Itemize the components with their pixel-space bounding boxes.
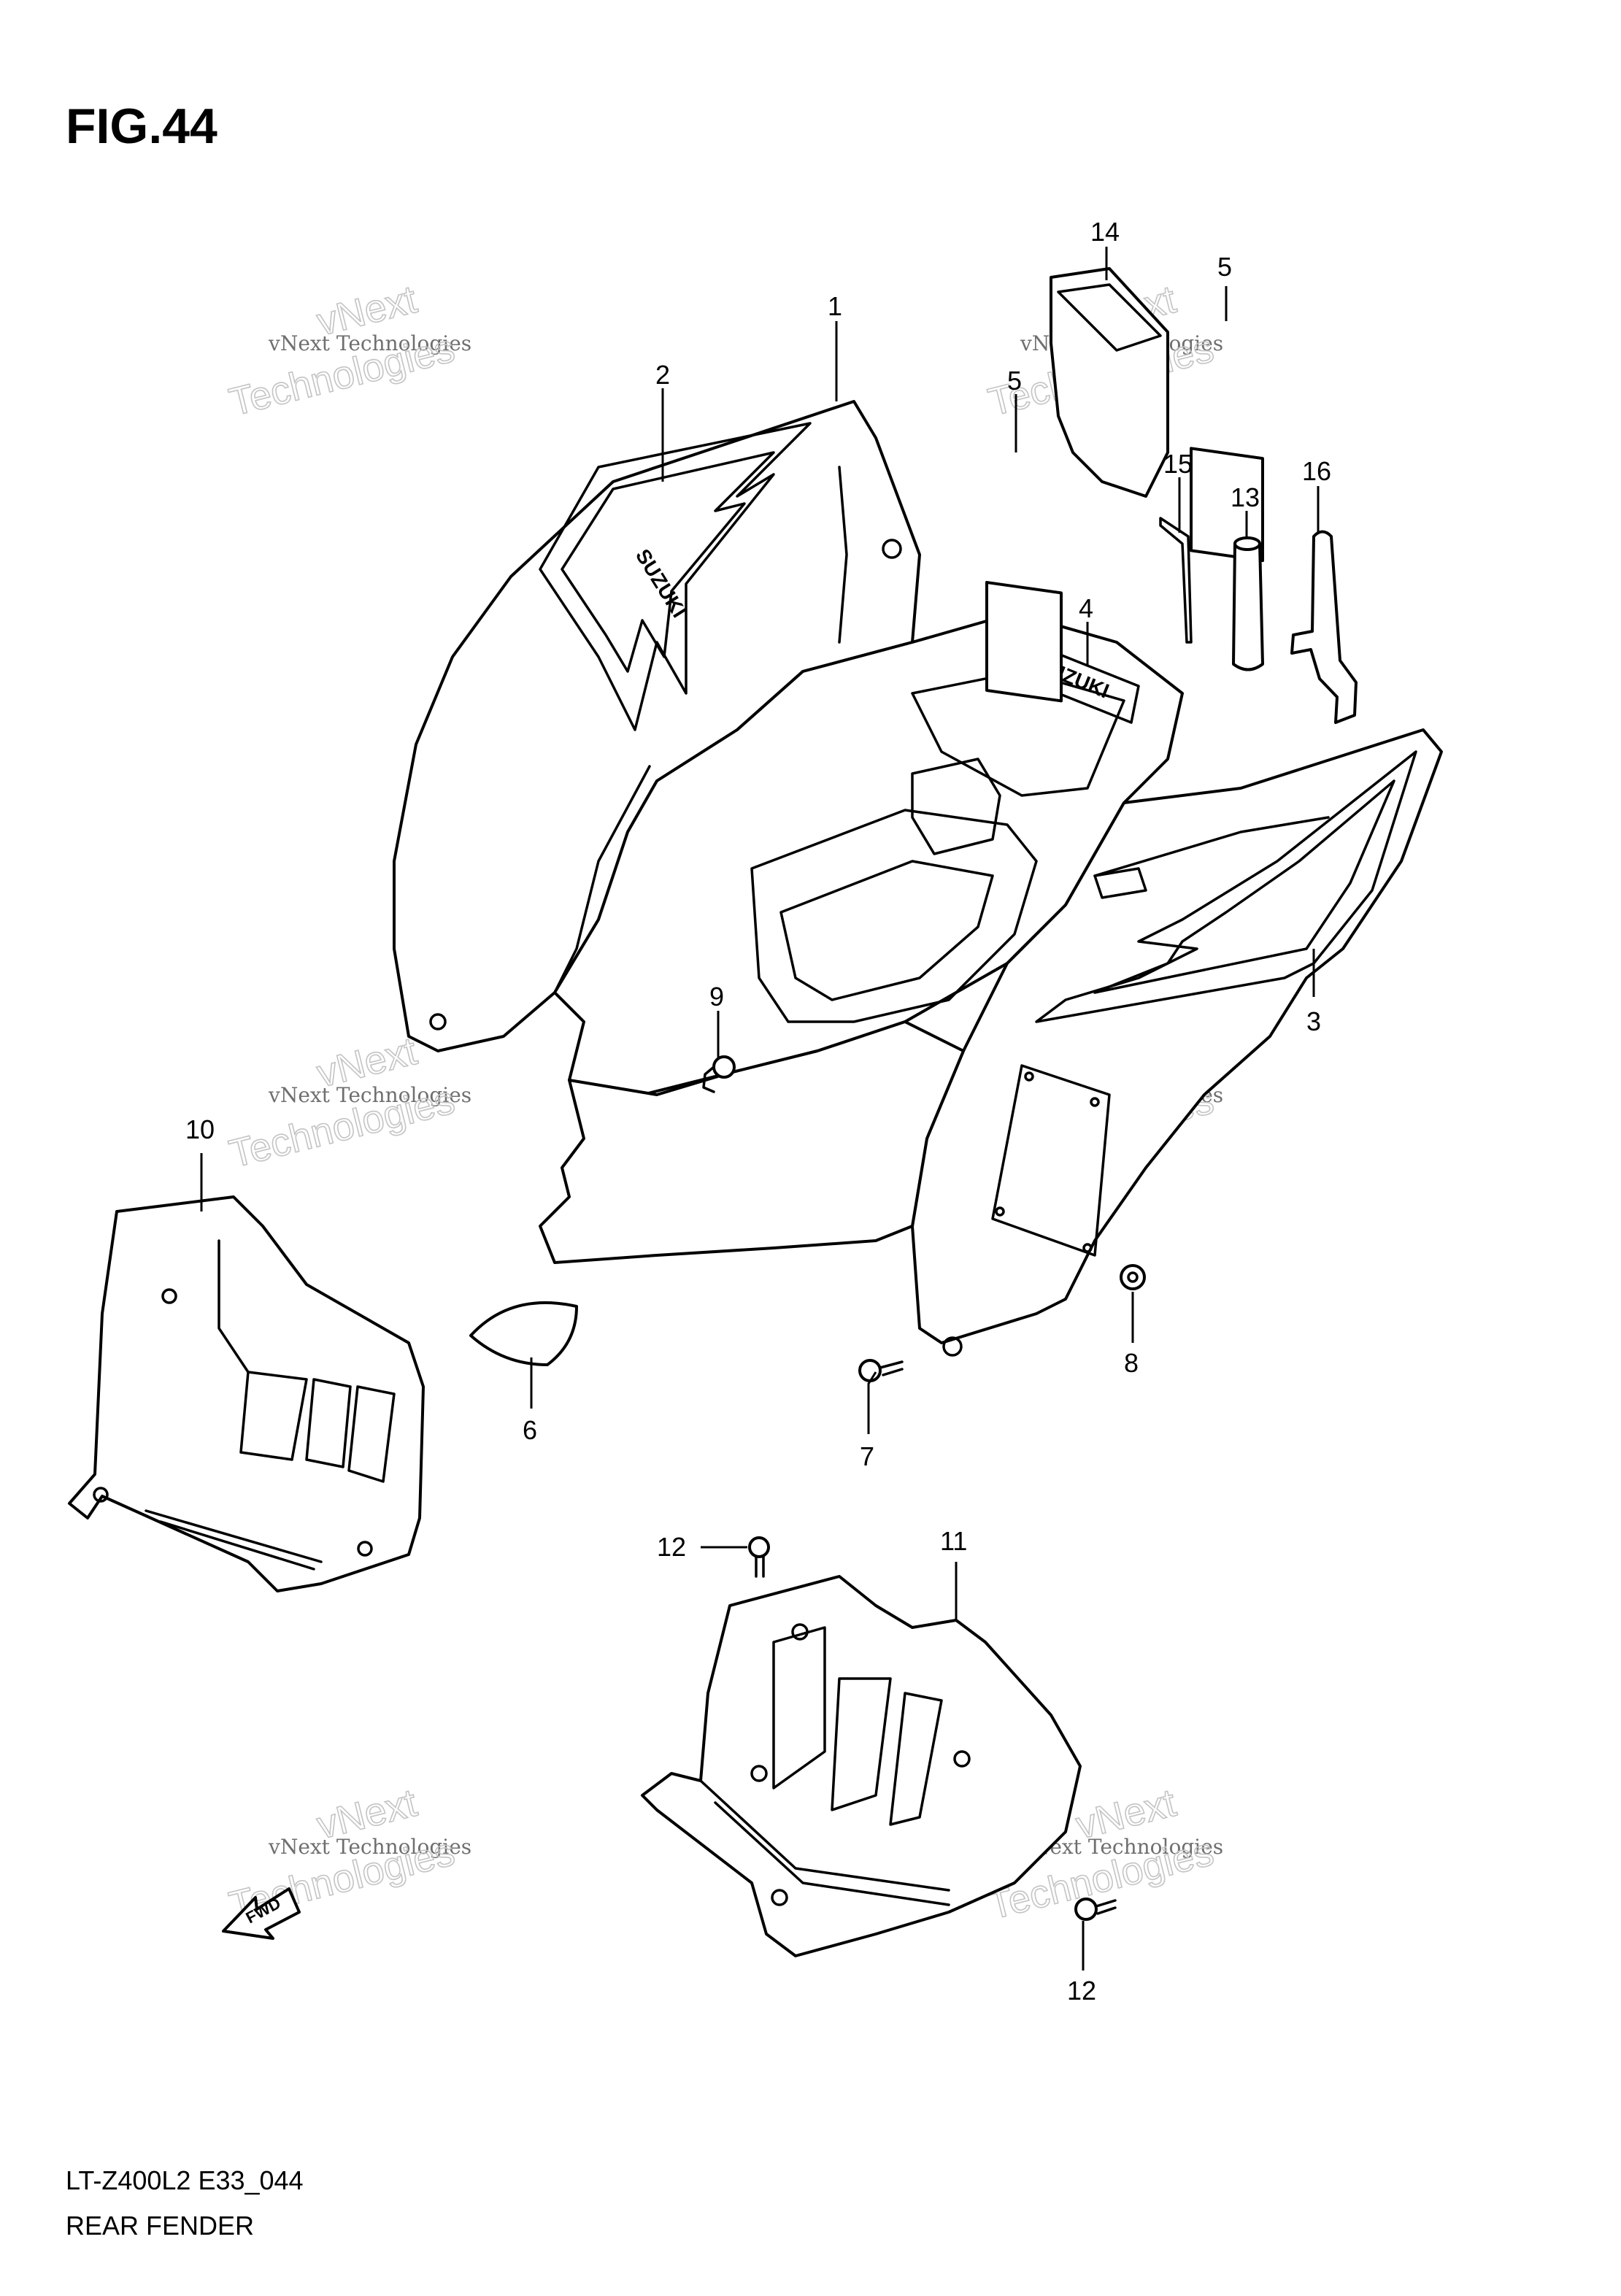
mud-guard-hole [771,1889,788,1906]
reflector-5a[interactable] [985,580,1063,703]
callout-7: 7 [860,1441,874,1471]
left-wing-ridge [838,466,848,644]
mud-guard-hole [357,1541,373,1557]
plate-hole [1024,1071,1034,1082]
mud-guard-hole [791,1623,809,1641]
spanner[interactable] [1290,530,1358,724]
callout-1: 1 [828,291,842,321]
callout-numbers: 1 2 3 4 5 5 6 7 8 9 10 11 12 12 13 14 15… [185,217,1331,2006]
tool-bag-flap [1057,283,1162,352]
callout-9: 9 [709,982,724,1012]
callout-13: 13 [1231,482,1260,512]
socket-top [1233,536,1261,551]
mud-guard-step-2 [831,1677,892,1811]
mount-hole [429,1013,447,1030]
left-decal-inner [561,451,775,673]
leader-7 [867,1371,877,1434]
mud-guard-outline [641,1575,1082,1957]
watermark-top-left: vNext vNext Technologies Technologies [225,277,472,425]
nut-body [1120,1264,1146,1290]
screw-head [748,1536,770,1558]
mud-guard-step-1 [239,1371,308,1461]
callout-6: 6 [523,1415,537,1445]
storage-box-pocket [911,758,1001,855]
left-decal-outline [539,422,812,731]
left-wing-fold [553,765,651,994]
hex-wrench[interactable] [1159,517,1193,644]
plate-hole [1082,1243,1093,1253]
plate-hole [1090,1097,1100,1107]
callout-15: 15 [1163,449,1193,479]
mud-guard-ribs [145,1239,323,1571]
leader-lines [200,247,1320,1971]
callout-16: 16 [1302,456,1331,486]
nut-hole [1127,1271,1139,1283]
spark-plug-socket[interactable] [1232,536,1264,671]
mud-guard-hole [953,1750,971,1768]
callout-3: 3 [1306,1006,1321,1036]
nut-8[interactable] [1120,1264,1146,1290]
callout-11: 11 [940,1526,967,1556]
callout-12a: 12 [657,1532,686,1562]
watermark-line2: vNext Technologies [268,1083,471,1107]
mud-guard-hole [93,1487,109,1503]
cushion[interactable] [469,1301,578,1366]
rear-fender-body[interactable] [393,400,1443,1357]
watermark-line2: vNext Technologies [268,331,471,355]
storage-box-inner [779,860,994,1001]
callout-5a: 5 [1007,366,1022,396]
right-wing-fold [1093,816,1330,877]
reflector-5b[interactable] [1190,447,1264,563]
figure-title: FIG.44 [66,99,217,154]
clip-stem [702,1066,715,1093]
callout-10: 10 [185,1114,215,1144]
model-code: LT-Z400L2 E33_044 [66,2165,304,2195]
watermark-line2: vNext Technologies [268,1835,471,1859]
mud-guard-step-2 [305,1378,352,1468]
mud-guard-step-3 [347,1385,396,1483]
screw-shaft [755,1555,765,1578]
fender-front-skirt [539,1020,965,1264]
right-mud-guard[interactable] [641,1575,1082,1957]
storage-box-opening [750,809,1038,1023]
callout-12b: 12 [1067,1976,1096,2006]
license-plate-recess [991,1064,1111,1257]
socket-body [1232,542,1264,671]
right-decal-inner [1093,779,1395,994]
plate-hole [995,1206,1005,1217]
callout-14: 14 [1090,217,1120,247]
screw-12b[interactable] [1074,1898,1117,1921]
callout-5b: 5 [1217,252,1232,282]
screw-head [858,1359,882,1382]
mount-hole [882,539,902,559]
watermark-mid-left: vNext vNext Technologies Technologies [225,1028,472,1176]
section-name: REAR FENDER [66,2211,254,2241]
mount-hole [942,1336,963,1357]
tool-bag[interactable] [1050,267,1169,498]
screw-head [1074,1898,1098,1921]
screw-shaft [879,1360,904,1376]
callout-8: 8 [1124,1348,1139,1378]
mud-guard-step-3 [889,1692,943,1826]
callout-2: 2 [655,360,670,390]
screw-shaft [1095,1899,1117,1915]
fwd-arrow-icon [222,1887,301,1940]
left-mud-guard[interactable] [68,1195,425,1592]
mud-guard-hole [161,1288,177,1304]
mud-guard-ribs [699,1779,950,1906]
forward-direction-arrow: FWD [222,1887,301,1940]
screw-7[interactable] [858,1359,904,1382]
clip-9[interactable] [702,1055,736,1093]
right-wing-slot [1093,867,1147,899]
right-decal[interactable] [1035,750,1417,1023]
callout-4: 4 [1079,593,1093,623]
screw-12a[interactable] [748,1536,770,1578]
mud-guard-hole [750,1765,768,1782]
clip-head [712,1055,736,1079]
